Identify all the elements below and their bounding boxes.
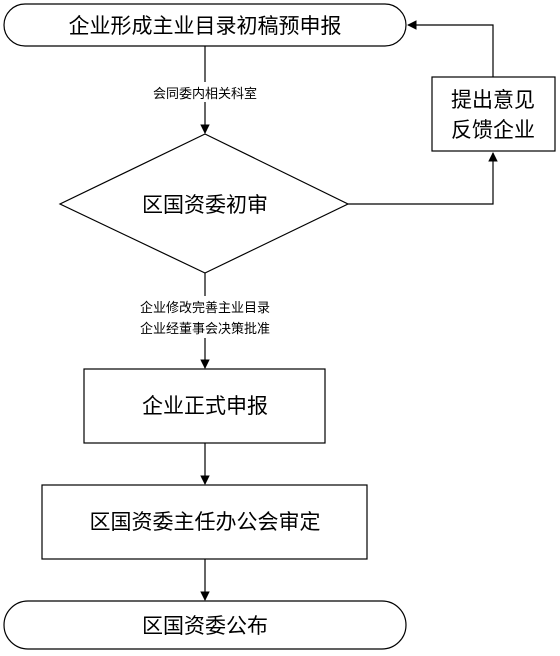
office-node-label: 区国资委主任办公会审定 (90, 510, 321, 534)
edge-label-bg (128, 82, 278, 102)
formal-node: 企业正式申报 (83, 368, 326, 444)
start-node: 企业形成主业目录初稿预申报 (3, 3, 407, 47)
start-node-label: 企业形成主业目录初稿预申报 (69, 14, 342, 38)
edge-review-to-feedback (348, 152, 498, 205)
publish-node: 区国资委公布 (3, 600, 407, 650)
review-node: 区国资委初审 (58, 133, 350, 274)
edge-label-consult: 会同委内相关科室 (153, 86, 257, 102)
edge-feedback-to-start (407, 20, 494, 77)
formal-node-label: 企业正式申报 (142, 394, 268, 418)
feedback-node-label-line2: 反馈企业 (451, 118, 535, 142)
edge-label-revise-line2: 企业经董事会决策批准 (140, 321, 270, 337)
edge-label-revise-line1: 企业修改完善主业目录 (140, 300, 270, 316)
review-node-label: 区国资委初审 (142, 193, 268, 217)
feedback-node-label-line1: 提出意见 (451, 88, 535, 112)
edge-label-bg (110, 296, 300, 338)
publish-node-label: 区国资委公布 (142, 614, 268, 638)
office-node: 区国资委主任办公会审定 (41, 484, 368, 560)
feedback-node: 提出意见 反馈企业 (431, 76, 556, 152)
